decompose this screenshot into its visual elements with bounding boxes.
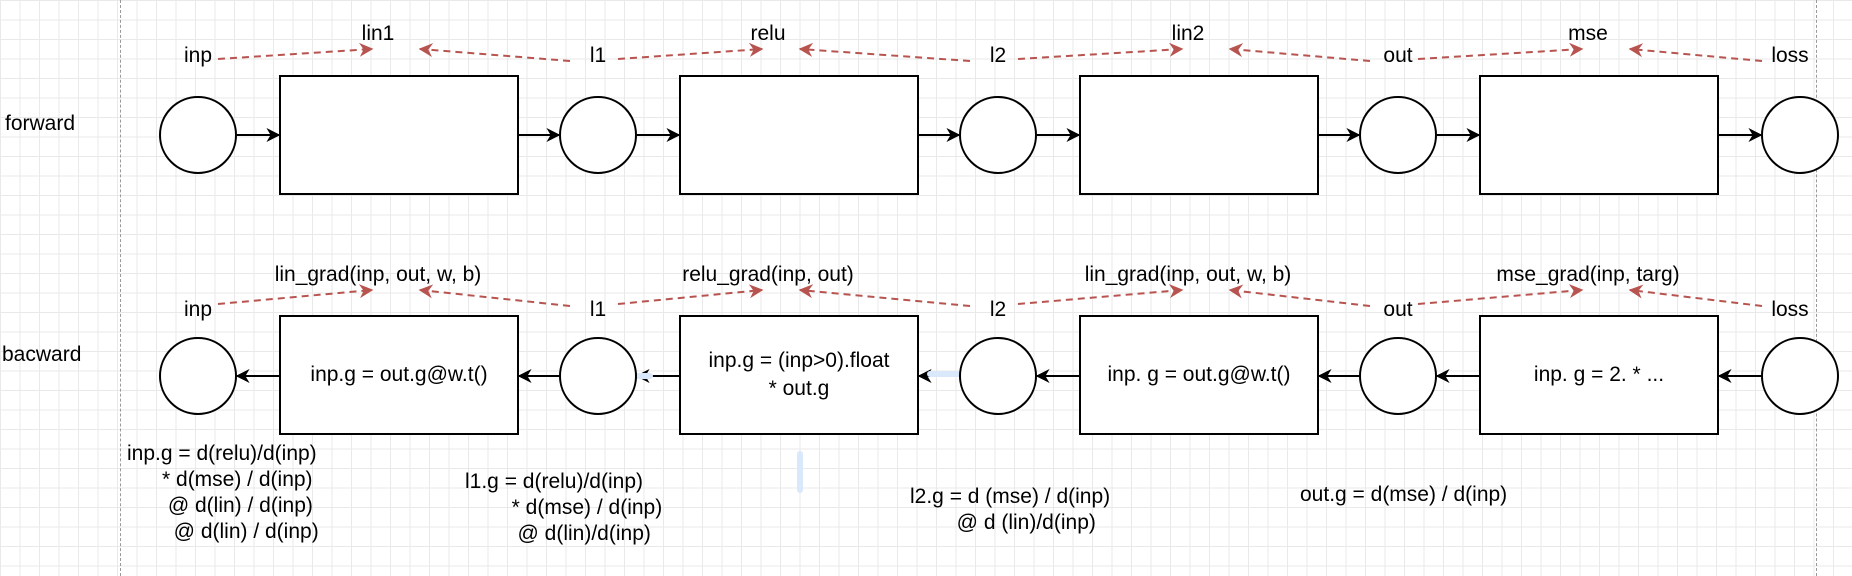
forward-node-l1[interactable] (559, 96, 637, 174)
forward-dashed-arrow (1628, 43, 1763, 62)
forward-box-mse[interactable] (1479, 75, 1719, 195)
left-guide-line (120, 0, 121, 576)
row-label-forward: forward (5, 112, 76, 135)
forward-node-l2[interactable] (959, 96, 1037, 174)
backward-op-relu-grad: relu_grad(inp, out) (682, 263, 854, 286)
forward-label-inp: inp (183, 44, 213, 67)
backward-dashed-arrow (217, 284, 374, 305)
right-guide-line (1816, 0, 1817, 576)
forward-node-loss[interactable] (1761, 96, 1839, 174)
forward-dashed-arrow (1228, 43, 1371, 62)
forward-node-inp[interactable] (159, 96, 237, 174)
forward-op-lin1: lin1 (361, 22, 395, 45)
backward-box-lin-grad-2[interactable]: inp. g = out.g@w.t() (1079, 315, 1319, 435)
backward-label-l1: l1 (589, 298, 607, 321)
backward-dashed-arrow (617, 284, 764, 305)
backward-dashed-arrow (1417, 284, 1584, 305)
forward-dashed-arrow (798, 42, 971, 62)
note-inp-grad: inp.g = d(relu)/d(inp) * d(mse) / d(inp)… (127, 442, 319, 543)
backward-box-lin-grad-1-text: inp.g = out.g@w.t() (310, 363, 488, 386)
forward-label-l2: l2 (989, 44, 1007, 67)
forward-box-relu[interactable] (679, 75, 919, 195)
forward-dashed-arrow (1017, 42, 1184, 60)
forward-op-lin2: lin2 (1171, 22, 1205, 45)
backward-node-out[interactable] (1359, 337, 1437, 415)
forward-label-l1: l1 (589, 44, 607, 67)
forward-dashed-arrow (217, 42, 374, 60)
backward-dashed-arrow (1228, 284, 1371, 307)
backward-box-mse-grad[interactable]: inp. g = 2. * ... (1479, 315, 1719, 435)
forward-label-out: out (1383, 44, 1413, 67)
forward-box-lin2[interactable] (1079, 75, 1319, 195)
backward-op-lin-grad-1: lin_grad(inp, out, w, b) (274, 263, 482, 286)
backward-op-mse-grad: mse_grad(inp, targ) (1496, 263, 1680, 286)
backward-box-relu-grad-text: inp.g = (inp>0).float * out.g (708, 349, 890, 400)
forward-node-out[interactable] (1359, 96, 1437, 174)
forward-box-lin1[interactable] (279, 75, 519, 195)
note-out-grad: out.g = d(mse) / d(inp) (1300, 483, 1508, 506)
backward-node-loss[interactable] (1761, 337, 1839, 415)
forward-dashed-arrow (418, 43, 571, 62)
backward-op-lin-grad-2: lin_grad(inp, out, w, b) (1084, 263, 1292, 286)
backward-dashed-arrow (1628, 284, 1763, 307)
backward-node-inp[interactable] (159, 337, 237, 415)
backward-box-mse-grad-text: inp. g = 2. * ... (1533, 363, 1665, 386)
backward-node-l2[interactable] (959, 337, 1037, 415)
backward-dashed-arrow (1017, 284, 1184, 305)
backward-box-lin-grad-1[interactable]: inp.g = out.g@w.t() (279, 315, 519, 435)
backward-node-l1[interactable] (559, 337, 637, 415)
backward-label-loss: loss (1771, 298, 1809, 321)
note-l1-grad: l1.g = d(relu)/d(inp) * d(mse) / d(inp) … (465, 470, 663, 545)
backward-label-out: out (1383, 298, 1413, 321)
backward-box-lin-grad-2-text: inp. g = out.g@w.t() (1107, 363, 1291, 386)
backward-dashed-arrow (798, 284, 971, 307)
forward-dashed-arrow (1417, 42, 1584, 60)
backward-box-relu-grad[interactable]: inp.g = (inp>0).float * out.g (679, 315, 919, 435)
note-l2-grad: l2.g = d (mse) / d(inp) @ d (lin)/d(inp) (910, 485, 1111, 534)
backward-label-inp: inp (183, 298, 213, 321)
forward-label-loss: loss (1771, 44, 1809, 67)
backward-label-l2: l2 (989, 298, 1007, 321)
row-label-backward: bacward (2, 343, 82, 366)
forward-op-mse: mse (1568, 22, 1608, 45)
backward-dashed-arrow (418, 284, 571, 307)
forward-op-relu: relu (750, 22, 786, 45)
forward-dashed-arrow (617, 42, 764, 60)
